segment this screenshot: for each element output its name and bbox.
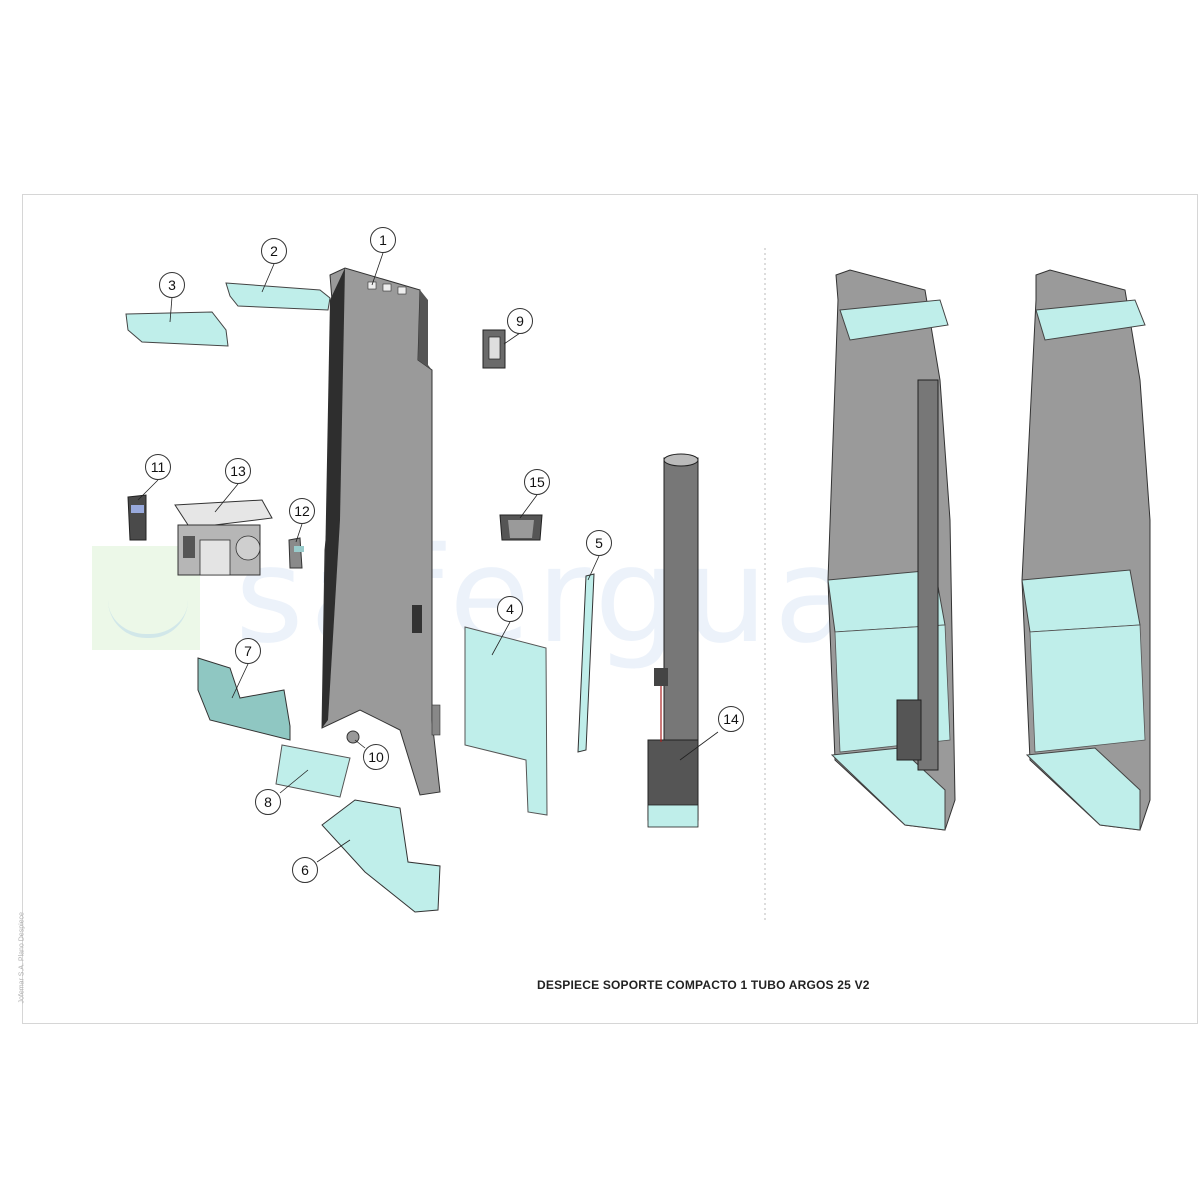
part-9-clip xyxy=(482,329,506,369)
callout-6: 6 xyxy=(292,857,318,883)
part-7-tray xyxy=(197,657,291,741)
callout-4: 4 xyxy=(497,596,523,622)
callout-15: 15 xyxy=(524,469,550,495)
watermark-logo-smile xyxy=(108,600,188,638)
part-2-bracket xyxy=(225,282,331,311)
part-8-plate xyxy=(275,744,351,798)
callout-14: 14 xyxy=(718,706,744,732)
assembled-view-plain xyxy=(1021,269,1151,831)
part-5-strip xyxy=(577,573,595,753)
callout-1: 1 xyxy=(370,227,396,253)
callout-8: 8 xyxy=(255,789,281,815)
callout-10: 10 xyxy=(363,744,389,770)
part-10-nut xyxy=(346,730,360,744)
callout-9: 9 xyxy=(507,308,533,334)
callout-7: 7 xyxy=(235,638,261,664)
part-1-frame xyxy=(321,267,441,796)
part-3-bracket xyxy=(125,311,229,347)
part-15-clip xyxy=(499,514,543,541)
callout-11: 11 xyxy=(145,454,171,480)
part-13-motor-unit xyxy=(174,499,273,576)
side-note: Jofemar S.A. Plano Despiece xyxy=(18,912,26,1004)
part-4-panel xyxy=(464,626,548,816)
part-11-plate xyxy=(127,494,147,541)
callout-leaders xyxy=(137,252,719,863)
drawing-sheet-border xyxy=(22,194,1198,1024)
drawing-title: DESPIECE SOPORTE COMPACTO 1 TUBO ARGOS 2… xyxy=(537,978,870,992)
assembled-view-with-tube xyxy=(827,269,956,831)
part-14-tube-assembly xyxy=(647,453,699,828)
callout-13: 13 xyxy=(225,458,251,484)
part-6-tray xyxy=(321,799,441,913)
callout-2: 2 xyxy=(261,238,287,264)
part-12-bracket xyxy=(288,537,304,569)
callout-5: 5 xyxy=(586,530,612,556)
callout-12: 12 xyxy=(289,498,315,524)
callout-3: 3 xyxy=(159,272,185,298)
